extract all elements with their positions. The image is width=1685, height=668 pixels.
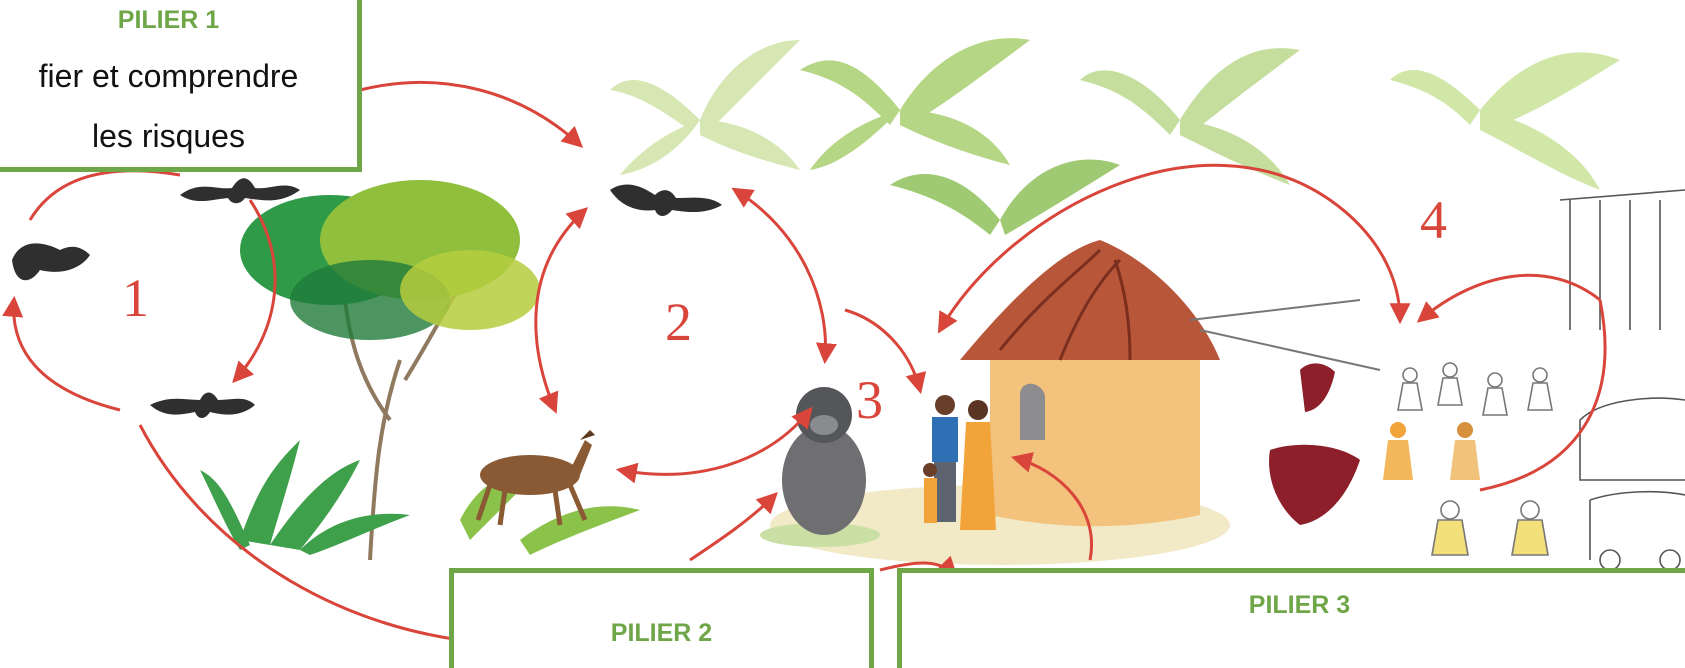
palm-icon bbox=[610, 40, 800, 175]
pillar-3-box: PILIER 3 bbox=[897, 568, 1685, 668]
step-number-1: 1 bbox=[122, 268, 149, 328]
arrow bbox=[360, 82, 580, 145]
arrow bbox=[620, 410, 810, 474]
palm-icon bbox=[800, 38, 1030, 170]
pillar-1-title: PILIER 1 bbox=[0, 6, 357, 35]
pillar-1-text-line1: fier et comprendre bbox=[0, 57, 357, 95]
pillar-2-title: PILIER 2 bbox=[454, 619, 869, 648]
step-number-4: 4 bbox=[1420, 190, 1447, 250]
arrow bbox=[14, 300, 120, 410]
arrow bbox=[536, 210, 585, 410]
market-icon bbox=[1383, 363, 1552, 555]
gorilla-icon bbox=[782, 387, 866, 535]
pillar-3-title: PILIER 3 bbox=[902, 591, 1685, 620]
arrow bbox=[1420, 275, 1600, 320]
cloth-icon bbox=[1269, 363, 1360, 525]
pillar-2-box: PILIER 2 bbox=[449, 568, 874, 668]
bat-icon bbox=[610, 185, 722, 216]
bat-icon bbox=[180, 178, 300, 203]
palm-trees-background bbox=[610, 38, 1620, 235]
palm-icon bbox=[1390, 52, 1620, 190]
arrow bbox=[690, 495, 775, 560]
bat-icon bbox=[12, 243, 90, 280]
pillar-1-text-line2: les risques bbox=[0, 117, 357, 155]
step-number-2: 2 bbox=[665, 292, 692, 352]
arrow bbox=[1480, 300, 1605, 490]
arrow bbox=[30, 171, 180, 220]
arrow bbox=[735, 190, 826, 360]
step-number-3: 3 bbox=[856, 370, 883, 430]
city-icon bbox=[1560, 190, 1685, 570]
pillar-1-box: PILIER 1 fier et comprendre les risques bbox=[0, 0, 362, 172]
bat-icon bbox=[150, 393, 255, 419]
